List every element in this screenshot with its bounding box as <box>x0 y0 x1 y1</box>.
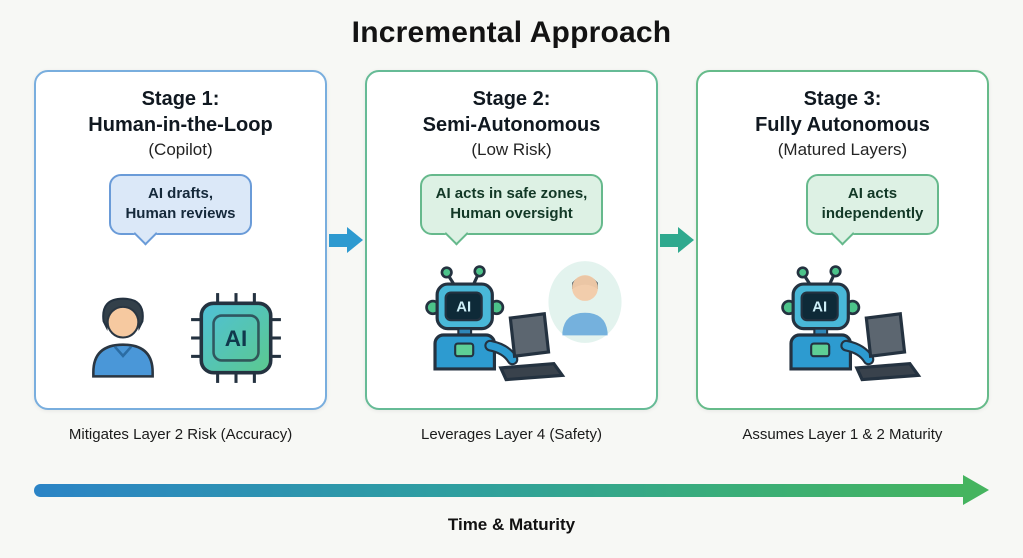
stage2-card: Stage 2: Semi-Autonomous (Low Risk) AI a… <box>365 70 658 410</box>
stage2-speech-bubble: AI acts in safe zones, Human oversight <box>419 174 604 235</box>
robot-face-label: AI <box>456 300 471 316</box>
stage2-bubble-line1: AI acts in safe zones, <box>435 185 588 203</box>
stage1-icon-area: AI <box>46 235 315 398</box>
ai-robot-at-laptop-icon: AI <box>763 265 923 392</box>
stage2-bubble-line2: Human oversight <box>450 205 573 223</box>
stage3-heading-line2: Fully Autonomous <box>755 114 930 136</box>
ai-robot-at-laptop-icon: AI <box>407 265 567 392</box>
arrow-stage1-to-stage2-icon <box>329 227 363 253</box>
stage2-heading: Stage 2: Semi-Autonomous (Low Risk) <box>423 86 601 161</box>
stage2-heading-line2: Semi-Autonomous <box>422 114 601 136</box>
stage1-bubble-line1: AI drafts, <box>147 185 213 203</box>
timeline-label: Time & Maturity <box>447 515 576 534</box>
stage1-heading-line3: (Copilot) <box>148 140 213 159</box>
stage3-card: Stage 3: Fully Autonomous (Matured Layer… <box>696 70 989 410</box>
stage2-heading-line3: (Low Risk) <box>471 140 552 159</box>
stage1-speech-bubble: AI drafts, Human reviews <box>109 174 252 235</box>
timeline-arrow-head <box>963 475 989 505</box>
stage2-caption: Leverages Layer 4 (Safety) <box>421 426 602 443</box>
stage3-icon-area: AI <box>708 235 977 398</box>
arrow-stage2-to-stage3-icon <box>660 227 694 253</box>
robot-face-label: AI <box>812 300 827 316</box>
stage1-card: Stage 1: Human-in-the-Loop (Copilot) AI … <box>34 70 327 410</box>
ai-chip-icon: AI <box>187 289 285 392</box>
timeline-arrow-icon <box>34 475 989 505</box>
human-icon <box>77 287 169 392</box>
chip-label: AI <box>224 326 246 351</box>
stage1-heading-line1: Stage 1: <box>141 88 220 110</box>
diagram-title: Incremental Approach <box>351 16 672 49</box>
stages-row: Stage 1: Human-in-the-Loop (Copilot) AI … <box>34 70 989 410</box>
stage2-icon-area: AI <box>377 235 646 398</box>
stage1-bubble-line2: Human reviews <box>125 205 236 223</box>
captions-row: Mitigates Layer 2 Risk (Accuracy) Levera… <box>34 426 989 443</box>
stage3-heading-line3: (Matured Layers) <box>777 140 908 159</box>
stage3-speech-bubble: AI acts independently <box>805 174 940 235</box>
stage2-heading-line1: Stage 2: <box>472 88 551 110</box>
timeline-arrow-shaft <box>34 483 963 497</box>
stage3-heading-line1: Stage 3: <box>803 88 882 110</box>
stage1-caption: Mitigates Layer 2 Risk (Accuracy) <box>68 426 293 443</box>
stage3-heading: Stage 3: Fully Autonomous (Matured Layer… <box>755 86 930 161</box>
stage3-bubble-line2: independently <box>821 205 924 223</box>
stage1-heading-line2: Human-in-the-Loop <box>88 114 273 136</box>
stage3-caption: Assumes Layer 1 & 2 Maturity <box>742 426 943 443</box>
faded-human-icon <box>546 259 624 350</box>
stage3-bubble-line1: AI acts <box>847 185 898 203</box>
stage1-heading: Stage 1: Human-in-the-Loop (Copilot) <box>88 86 272 161</box>
